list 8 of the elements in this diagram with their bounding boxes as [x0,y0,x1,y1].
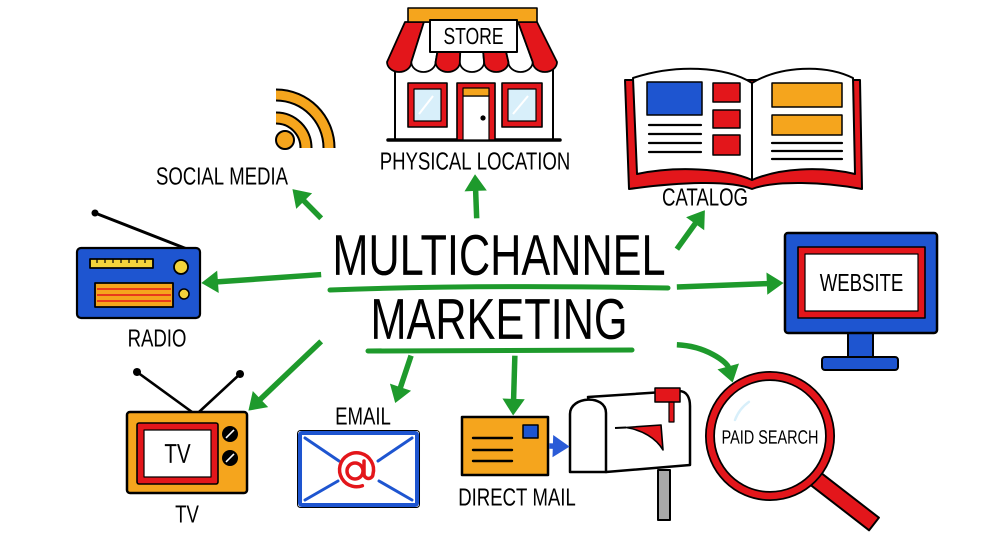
label: CATALOG [662,188,747,206]
label: PHYSICAL LOCATION [381,152,569,170]
label: RADIO [129,329,186,347]
label: TV [176,505,199,522]
label: EMAIL [336,407,390,424]
label: SOCIAL MEDIA [156,167,288,185]
label: DIRECT MAIL [460,488,576,506]
heading: MULTICHANNEL MARKETING [328,234,670,354]
